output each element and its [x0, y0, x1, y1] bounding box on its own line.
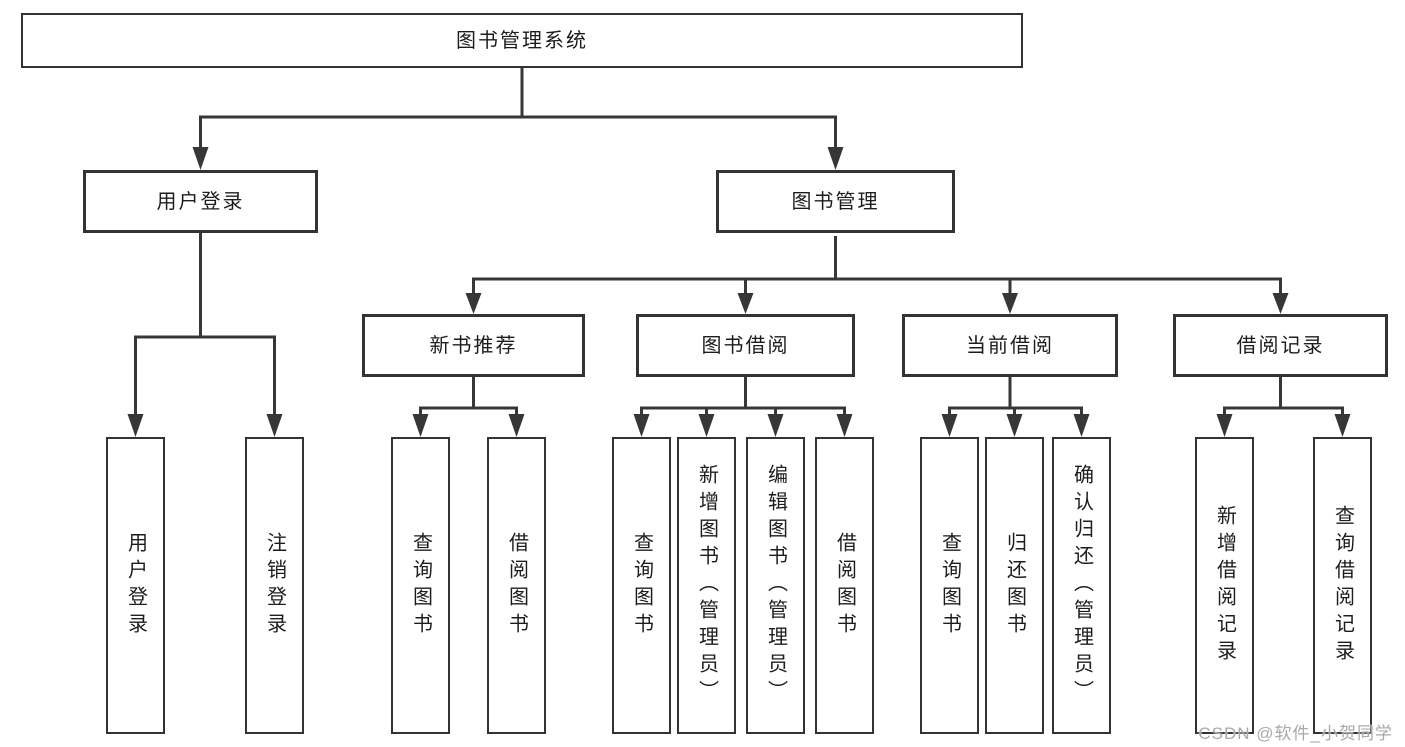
leaf-label: 查询图书	[409, 531, 432, 640]
leaf-query-borrowing-record: 查询借阅记录	[1313, 437, 1372, 734]
node-new-book-recommendation: 新书推荐	[362, 314, 585, 377]
leaf-add-borrowing-record: 新增借阅记录	[1195, 437, 1254, 734]
node-book-borrowing: 图书借阅	[636, 314, 855, 377]
leaf-confirm-return-admin: 确认归还（管理员）	[1052, 437, 1111, 734]
leaf-label: 查询借阅记录	[1331, 504, 1354, 667]
leaf-label: 确认归还（管理员）	[1070, 464, 1093, 707]
edge-book-management-to-level3	[465, 236, 1289, 314]
node-library-management-system: 图书管理系统	[21, 13, 1023, 68]
edge-new-book-rec-to-leaves	[412, 377, 525, 437]
node-current-borrowing: 当前借阅	[902, 314, 1118, 377]
node-borrowing-records: 借阅记录	[1173, 314, 1388, 377]
leaf-logout: 注销登录	[245, 437, 304, 734]
leaf-label: 借阅图书	[833, 531, 856, 640]
leaf-label: 注销登录	[263, 531, 286, 640]
leaf-label: 新增图书（管理员）	[695, 464, 718, 707]
leaf-label: 借阅图书	[505, 531, 528, 640]
csdn-watermark: CSDN @软件_小贺同学	[1198, 724, 1393, 743]
edge-book-borrowing-to-leaves	[633, 377, 853, 437]
leaf-label: 编辑图书（管理员）	[764, 464, 787, 707]
leaf-user-login: 用户登录	[106, 437, 165, 734]
leaf-query-books-borrowing: 查询图书	[612, 437, 671, 734]
leaf-borrow-books-recommendation: 借阅图书	[487, 437, 546, 734]
leaf-label: 查询图书	[938, 531, 961, 640]
leaf-label: 新增借阅记录	[1213, 504, 1236, 667]
edge-user-login-to-leaves	[127, 233, 283, 437]
leaf-query-books-recommendation: 查询图书	[391, 437, 450, 734]
leaf-return-books: 归还图书	[985, 437, 1044, 734]
leaf-add-book-admin: 新增图书（管理员）	[677, 437, 736, 734]
edge-current-borrowing-to-leaves	[941, 377, 1090, 437]
leaf-label: 查询图书	[630, 531, 653, 640]
edge-borrowing-records-to-leaves	[1216, 377, 1351, 437]
leaf-label: 用户登录	[124, 531, 147, 640]
leaf-query-books-current: 查询图书	[920, 437, 979, 734]
edge-root-to-level2	[192, 68, 844, 170]
leaf-edit-book-admin: 编辑图书（管理员）	[746, 437, 805, 734]
leaf-borrow-books: 借阅图书	[815, 437, 874, 734]
node-book-management: 图书管理	[716, 170, 955, 233]
leaf-label: 归还图书	[1003, 531, 1026, 640]
node-user-login: 用户登录	[83, 170, 318, 233]
